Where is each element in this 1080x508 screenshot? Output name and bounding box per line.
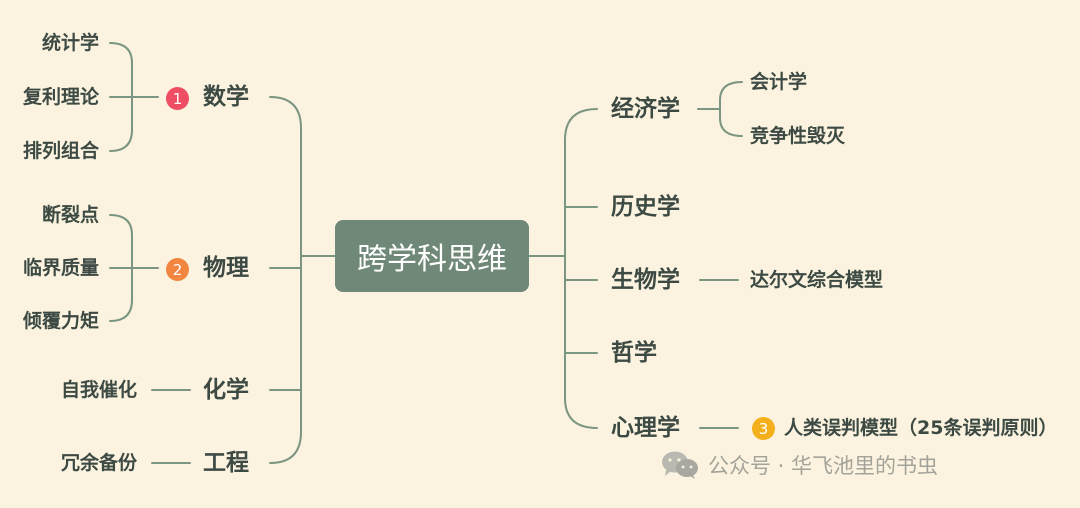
branch-math[interactable]: 数学 <box>203 84 249 110</box>
leaf-darwinian-synthesis[interactable]: 达尔文综合模型 <box>750 269 884 291</box>
line-right-trunk <box>564 108 598 429</box>
leaf-combinatorics[interactable]: 排列组合 <box>22 140 99 162</box>
leaf-statistics[interactable]: 统计学 <box>41 32 99 54</box>
leaf-redundancy[interactable]: 冗余备份 <box>60 452 137 474</box>
branch-history[interactable]: 历史学 <box>611 194 680 220</box>
leaf-breakpoint[interactable]: 断裂点 <box>41 204 99 226</box>
branch-biology[interactable]: 生物学 <box>611 267 680 293</box>
wechat-icon <box>662 451 698 479</box>
leaf-critical-mass[interactable]: 临界质量 <box>22 257 99 279</box>
leaf-misjudgment-model[interactable]: 人类误判模型（25条误判原则） <box>784 417 1058 439</box>
line-left-trunk <box>269 96 302 464</box>
branch-philosophy[interactable]: 哲学 <box>611 340 657 366</box>
watermark-text: 公众号 · 华飞池里的书虫 <box>708 454 939 478</box>
badge-2: 2 <box>166 258 189 281</box>
leaf-autocatalysis[interactable]: 自我催化 <box>60 379 137 401</box>
root-node[interactable]: 跨学科思维 <box>335 220 529 292</box>
leaf-accounting[interactable]: 会计学 <box>750 71 808 93</box>
leaf-overturning-moment[interactable]: 倾覆力矩 <box>22 310 99 332</box>
branch-chemistry[interactable]: 化学 <box>203 377 249 403</box>
badge-3: 3 <box>752 417 775 440</box>
line-econ-bracket <box>719 81 743 137</box>
branch-psychology[interactable]: 心理学 <box>611 415 680 441</box>
leaf-competitive-destruction[interactable]: 竞争性毁灭 <box>750 125 846 147</box>
badge-1: 1 <box>166 87 189 110</box>
branch-engineering[interactable]: 工程 <box>203 450 249 476</box>
leaf-compound-interest[interactable]: 复利理论 <box>22 86 99 108</box>
watermark: 公众号 · 华飞池里的书虫 <box>660 448 938 482</box>
branch-economics[interactable]: 经济学 <box>611 96 680 122</box>
branch-physics[interactable]: 物理 <box>203 255 249 281</box>
